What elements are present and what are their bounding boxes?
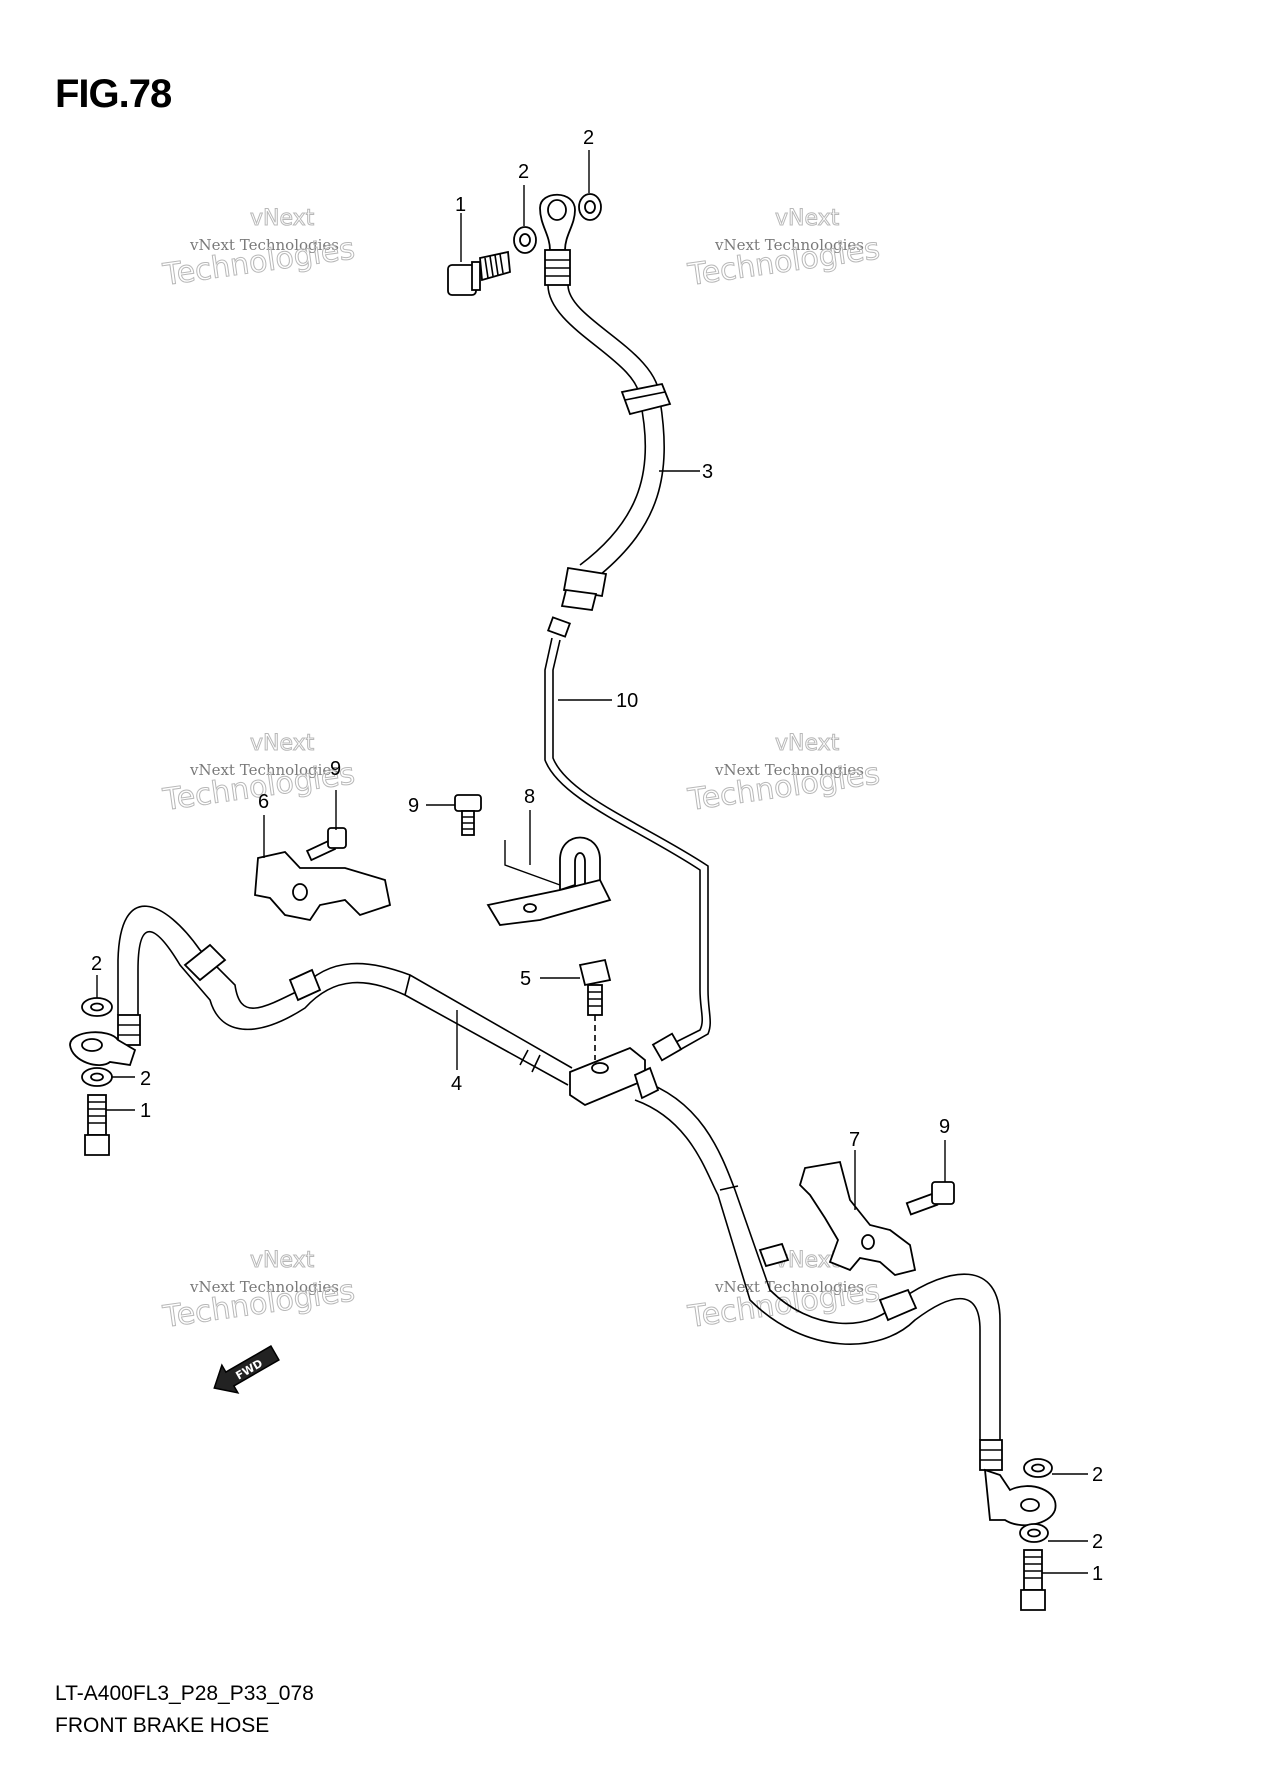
watermark-text: vNext Technologies [714, 1278, 864, 1296]
leader-lines [96, 150, 1088, 1574]
callout-1: 1 [455, 194, 466, 216]
watermark-group: vNext vNext Technologies Technologies vN… [160, 206, 883, 1336]
callout-2: 2 [518, 161, 529, 183]
brake-pipe-10 [544, 616, 711, 1062]
banjo-fitting-left [69, 1031, 137, 1067]
union-bolt-top [447, 250, 511, 296]
diagram-name: FRONT BRAKE HOSE [55, 1714, 270, 1737]
callout-9: 9 [408, 795, 419, 817]
bolt-9-right [905, 1181, 955, 1216]
watermark-text: vNext [250, 206, 315, 231]
callout-6: 6 [258, 791, 269, 813]
watermark: vNext vNext Technologies Technologies [160, 1248, 358, 1336]
union-bolt-left [84, 1094, 110, 1156]
callout-9: 9 [939, 1116, 950, 1138]
fwd-arrow-icon: FWD [213, 1345, 280, 1394]
callout-7: 7 [849, 1129, 860, 1151]
callout-labels: 1 2 2 3 10 9 6 9 8 2 2 1 5 4 7 9 2 2 1 [91, 127, 1103, 1585]
watermark: vNext vNext Technologies Technologies [685, 206, 883, 294]
watermark: vNext vNext Technologies Technologies [685, 731, 883, 819]
hose-clamp-8 [486, 836, 612, 926]
watermark-text: vNext Technologies [189, 1278, 339, 1296]
watermark-text: vNext Technologies [189, 236, 339, 254]
watermark-text: vNext [775, 731, 840, 756]
watermark-text: vNext [250, 731, 315, 756]
watermark-text: vNext [250, 1248, 315, 1273]
watermark-text: vNext Technologies [189, 761, 339, 779]
bolt-9-center [454, 794, 482, 836]
callout-2: 2 [1092, 1531, 1103, 1553]
bolt-9-left [305, 827, 347, 862]
watermark: vNext vNext Technologies Technologies [160, 206, 358, 294]
washer-left-lower [81, 1067, 113, 1087]
union-bolt-right [1020, 1549, 1046, 1611]
figure-title: FIG.78 [55, 72, 172, 116]
brake-hose-4 [117, 905, 573, 1086]
bolt-5 [578, 958, 612, 1060]
washer-right-upper [1023, 1458, 1053, 1478]
callout-2: 2 [1092, 1464, 1103, 1486]
brake-hose-right [633, 1066, 1003, 1471]
banjo-fitting-top [539, 193, 576, 286]
washer-left-upper [81, 997, 113, 1017]
callout-8: 8 [524, 786, 535, 808]
washer-right-lower [1019, 1523, 1049, 1543]
banjo-fitting-right [983, 1468, 1057, 1527]
watermark-text: vNext Technologies [714, 236, 864, 254]
washer-top-right [578, 193, 602, 221]
callout-1: 1 [1092, 1563, 1103, 1585]
model-code: LT-A400FL3_P28_P33_078 [55, 1682, 314, 1705]
callout-3: 3 [702, 461, 713, 483]
watermark-text: vNext [775, 206, 840, 231]
brake-junction-block [569, 1046, 646, 1107]
washer-top-left [513, 226, 537, 254]
callout-2: 2 [583, 127, 594, 149]
watermark-text: vNext Technologies [714, 761, 864, 779]
callout-10: 10 [616, 690, 638, 712]
callout-2: 2 [140, 1068, 151, 1090]
callout-4: 4 [451, 1073, 462, 1095]
callout-5: 5 [520, 968, 531, 990]
bracket-6 [254, 851, 392, 922]
callout-2: 2 [91, 953, 102, 975]
callout-1: 1 [140, 1100, 151, 1122]
bracket-7 [798, 1160, 917, 1276]
callout-9: 9 [330, 758, 341, 780]
brake-hose-3 [547, 284, 672, 611]
